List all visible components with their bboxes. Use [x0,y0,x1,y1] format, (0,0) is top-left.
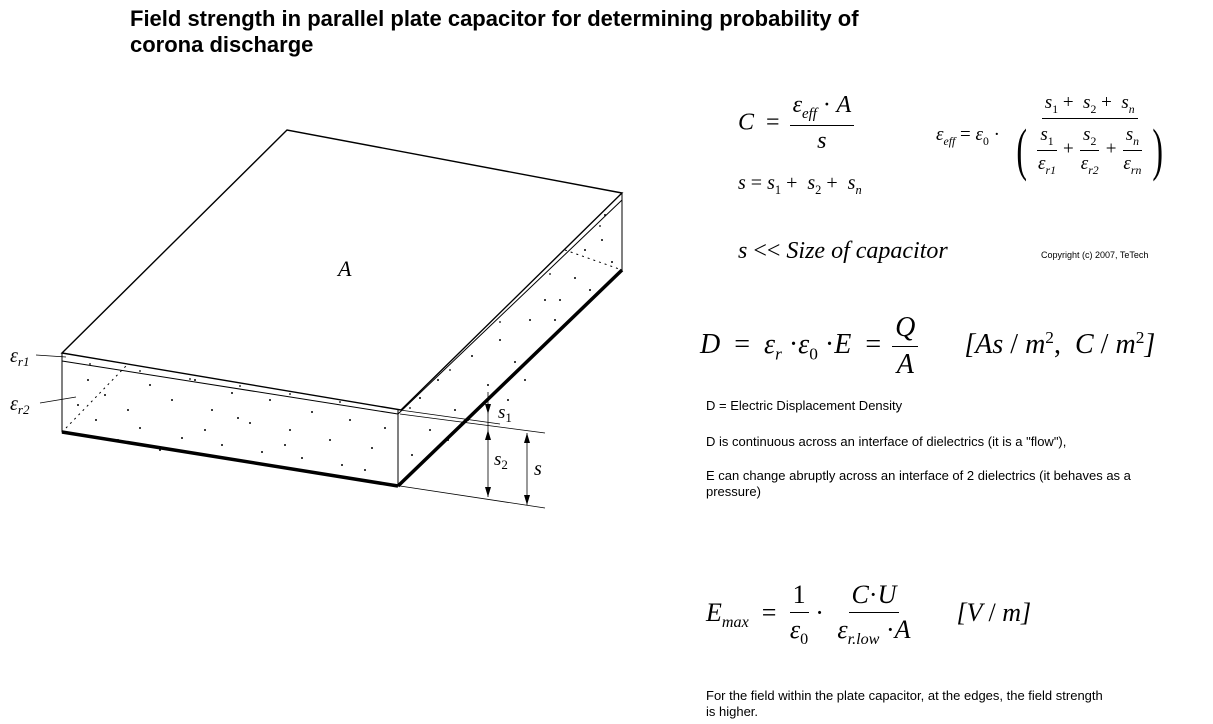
d-definition: D = Electric Displacement Density [706,398,903,413]
copyright-text: Copyright (c) 2007, TeTech [1041,250,1149,260]
layer-interface-front [61,360,399,415]
page-title: Field strength in parallel plate capacit… [130,6,859,57]
d-continuous-note: D is continuous across an interface of d… [706,434,1067,449]
plate-area-label: A [336,256,352,281]
total-thickness-equation: s = s1 + s2 + sn [738,172,862,197]
total-thickness-label: s [534,458,542,480]
capacitor-diagram: A εr1 εr2 s1 s2 s [10,129,624,509]
s1-thickness-label: s1 [498,402,512,425]
assumption-equation: s << Size of capacitor [738,238,948,264]
layer-interface-side [397,199,623,415]
edge-note: For the field within the plate capacitor… [706,688,1103,719]
layer1-permittivity-label: εr1 [10,345,29,369]
e-change-note: E can change abruptly across an interfac… [706,468,1131,499]
s2-thickness-label: s2 [494,449,508,472]
dielectric-dots [77,214,613,471]
layer2-permittivity-label: εr2 [10,393,30,417]
bottom-electrode-side [396,268,624,488]
bottom-electrode-front [61,430,399,488]
